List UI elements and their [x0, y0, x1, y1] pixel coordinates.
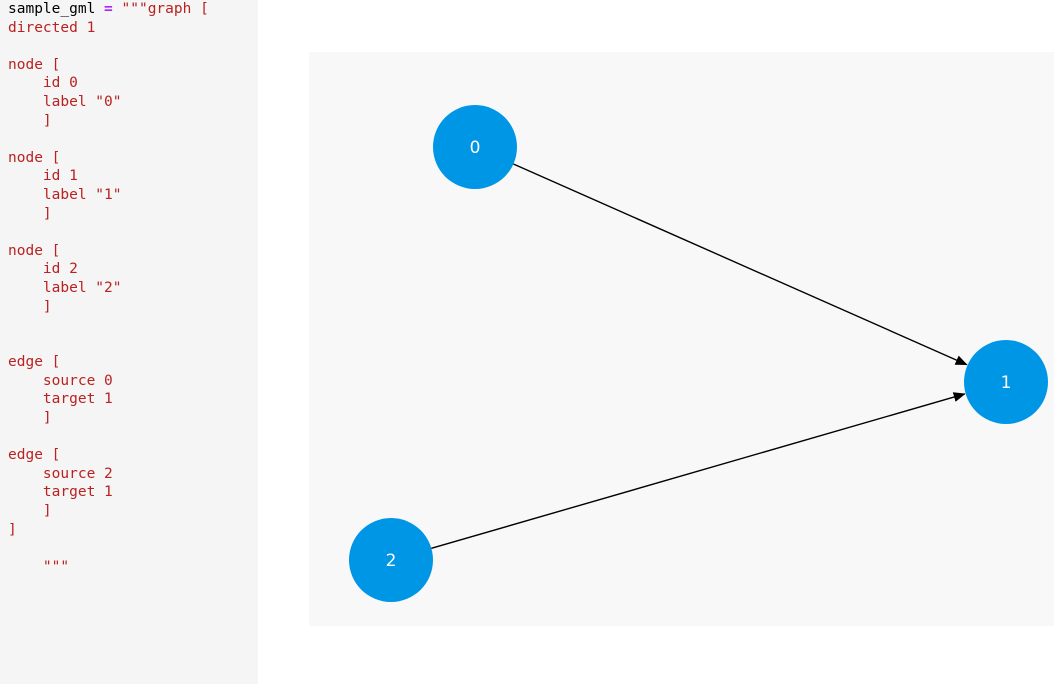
edge-2-to-1	[431, 392, 966, 549]
code-line: """	[8, 558, 70, 575]
node-circle[interactable]	[349, 518, 433, 602]
edge-0-to-1	[513, 163, 968, 366]
code-line: ]	[8, 410, 52, 427]
node-label: 1	[1001, 373, 1012, 393]
code-line: ]	[8, 521, 17, 538]
edges-layer	[431, 163, 968, 549]
node-label: 2	[386, 551, 397, 571]
code-line: edge [	[8, 354, 61, 371]
code-line: node [	[8, 242, 61, 259]
graph-node-0[interactable]: 0	[433, 105, 517, 189]
code-line: target 1	[8, 391, 113, 408]
node-circle[interactable]	[433, 105, 517, 189]
nodes-layer: 0 1 2	[349, 105, 1048, 602]
code-operator: =	[104, 1, 113, 17]
code-line: id 2	[8, 261, 78, 278]
code-line: node [	[8, 149, 61, 166]
node-circle[interactable]	[964, 340, 1048, 424]
code-line: ]	[8, 205, 52, 222]
graph-node-1[interactable]: 1	[964, 340, 1048, 424]
graph-canvas: 0 1 2	[309, 52, 1054, 626]
code-text: sample_gml = """graph [ directed 1 node …	[0, 0, 258, 576]
code-line: id 1	[8, 168, 78, 185]
code-line: label "1"	[8, 186, 122, 203]
code-line: target 1	[8, 484, 113, 501]
node-label: 0	[470, 138, 481, 158]
code-line: source 2	[8, 465, 113, 482]
gml-code-block: sample_gml = """graph [ directed 1 node …	[0, 0, 258, 684]
code-line: node [	[8, 56, 61, 73]
code-line: directed 1	[8, 19, 96, 36]
code-lines: """graph [ directed 1 node [ id 0 label …	[8, 1, 209, 575]
code-line: edge [	[8, 447, 61, 464]
code-variable: sample_gml	[8, 1, 96, 17]
code-line: ]	[8, 503, 52, 520]
code-line: label "2"	[8, 279, 122, 296]
code-line: ]	[8, 112, 52, 129]
code-line: ]	[8, 298, 52, 315]
code-line: label "0"	[8, 93, 122, 110]
graph-svg: 0 1 2	[349, 105, 1048, 602]
code-line: """graph [	[121, 1, 209, 17]
graph-node-2[interactable]: 2	[349, 518, 433, 602]
code-line: id 0	[8, 75, 78, 92]
code-line: source 0	[8, 372, 113, 389]
